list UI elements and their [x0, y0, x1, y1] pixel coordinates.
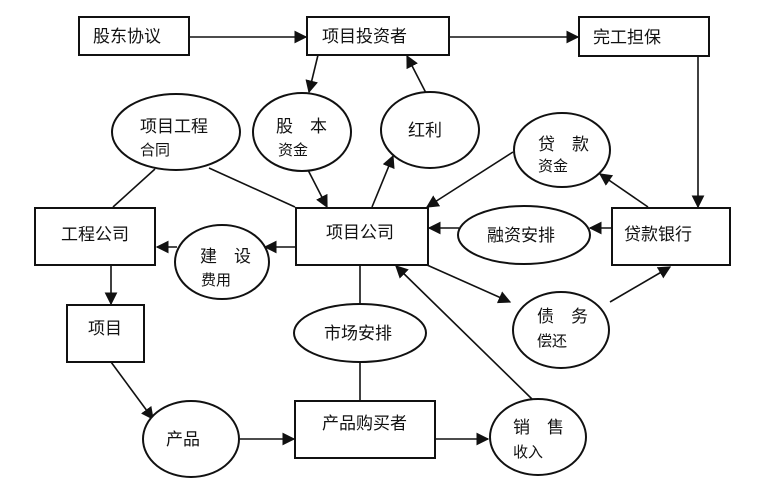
dividends-label: 红利 — [408, 121, 442, 141]
edges — [104, 30, 705, 446]
node-completion-guarantee: 完工担保 — [578, 16, 710, 57]
node-project-company: 项目公司 — [295, 207, 429, 266]
edge-dividends-to-investor — [406, 54, 427, 94]
node-product-buyer: 产品购买者 — [294, 400, 436, 459]
project-company-label: 项目公司 — [326, 223, 394, 243]
lending-bank-label: 贷款银行 — [624, 225, 692, 245]
edge-bank-to-loan-funds — [598, 173, 649, 208]
completion-guarantee-label: 完工担保 — [593, 28, 661, 48]
edge-investor-to-equity-capital — [305, 54, 319, 94]
edge-project-company-to-debt-repayment — [426, 264, 512, 304]
market-arrangement-label: 市场安排 — [324, 324, 392, 344]
edge-project-company-to-dividends — [371, 154, 395, 208]
loan-funds-line1: 贷 款 — [538, 135, 589, 155]
edge-debt-repayment-to-bank — [609, 266, 672, 303]
edge-engineering-contract-to-engineering-company — [112, 168, 156, 208]
node-project: 项目 — [66, 304, 145, 363]
engineering-contract-line2: 合同 — [140, 141, 170, 159]
construction-cost-line2: 费用 — [201, 271, 231, 289]
project-label: 项目 — [88, 319, 122, 339]
edge-equity-capital-to-project-company — [307, 169, 328, 209]
edge-engineering-contract-to-project-company — [208, 167, 296, 208]
product-label: 产品 — [166, 430, 200, 450]
sales-revenue-line1: 销 售 — [513, 418, 564, 438]
node-engineering-contract: 项目工程 合同 — [111, 93, 241, 171]
debt-repayment-line1: 债 务 — [537, 307, 588, 327]
node-equity-capital: 股 本 资金 — [252, 92, 352, 172]
node-product: 产品 — [142, 400, 240, 478]
node-construction-cost: 建 设 费用 — [174, 224, 270, 300]
debt-repayment-line2: 偿还 — [537, 332, 567, 350]
product-buyer-label: 产品购买者 — [322, 414, 407, 434]
node-loan-funds: 贷 款 资金 — [513, 112, 611, 188]
node-dividends: 红利 — [380, 91, 480, 169]
construction-cost-line1: 建 设 — [200, 247, 251, 267]
project-investor-label: 项目投资者 — [322, 27, 407, 47]
node-engineering-company: 工程公司 — [34, 207, 156, 266]
edge-project-to-product — [110, 361, 154, 421]
engineering-company-label: 工程公司 — [61, 225, 129, 245]
equity-capital-line1: 股 本 — [276, 117, 327, 137]
shareholder-agreement-label: 股东协议 — [93, 27, 161, 47]
node-debt-repayment: 债 务 偿还 — [512, 291, 610, 369]
sales-revenue-line2: 收入 — [513, 443, 543, 461]
engineering-contract-line1: 项目工程 — [140, 117, 208, 137]
equity-capital-line2: 资金 — [278, 141, 308, 159]
node-financing-arrangement: 融资安排 — [457, 205, 591, 265]
edge-sales-revenue-to-project-company — [395, 265, 534, 401]
node-sales-revenue: 销 售 收入 — [489, 398, 587, 476]
node-lending-bank: 贷款银行 — [611, 207, 731, 266]
node-market-arrangement: 市场安排 — [293, 303, 427, 363]
loan-funds-line2: 资金 — [538, 157, 568, 175]
node-shareholder-agreement: 股东协议 — [78, 16, 190, 56]
node-project-investor: 项目投资者 — [306, 16, 450, 56]
financing-arrangement-label: 融资安排 — [487, 226, 555, 246]
edge-loan-funds-to-project-company — [425, 151, 514, 208]
